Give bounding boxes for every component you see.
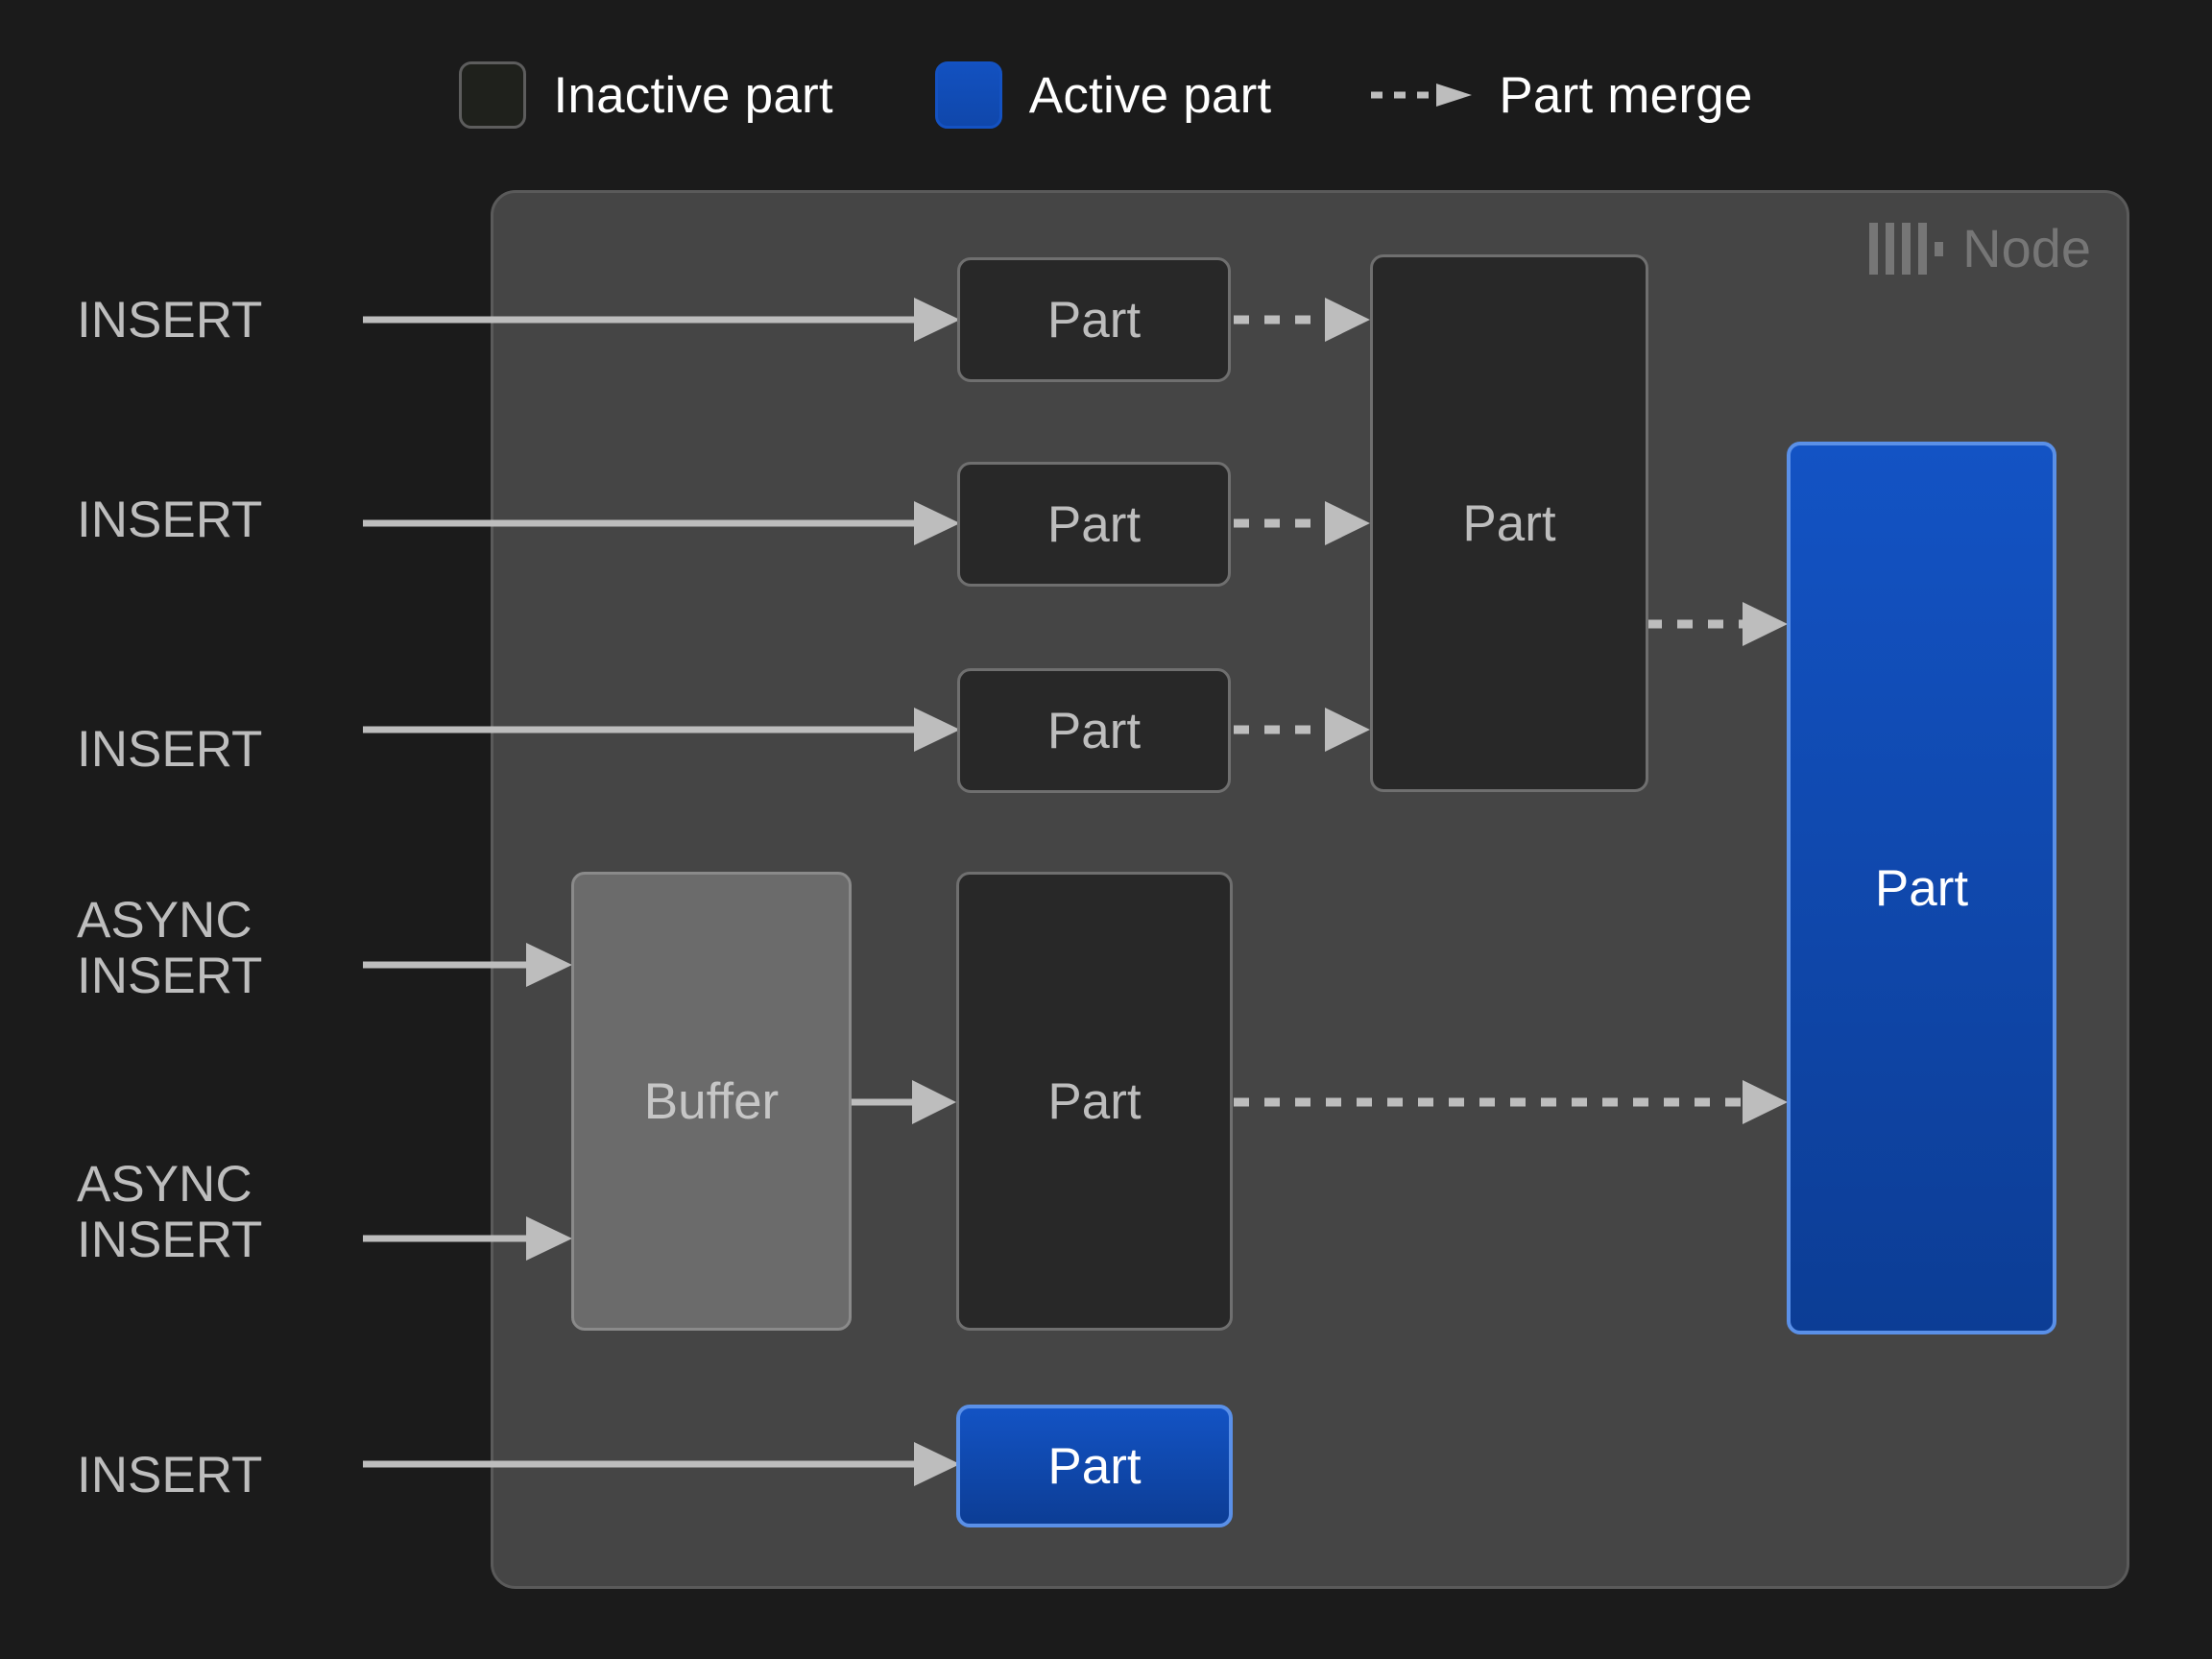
part-box-3-label: Part (1046, 702, 1142, 759)
part-box-merged-label: Part (1462, 494, 1556, 552)
part-box-final-label: Part (1874, 859, 1969, 917)
part-box-final[interactable]: Part (1787, 442, 2056, 1334)
buffer-box[interactable]: Buffer (571, 872, 852, 1331)
node-label: Node (1962, 218, 2091, 278)
legend-label-part-merge: Part merge (1499, 66, 1753, 124)
part-box-3[interactable]: Part (957, 668, 1231, 793)
part-box-1-label: Part (1046, 291, 1142, 349)
node-badge: Node (1869, 222, 2091, 276)
logo-bar (1869, 223, 1879, 275)
active-part-swatch-icon (934, 61, 1002, 129)
legend-item-active-part: Active part (934, 61, 1272, 129)
logo-bar (1902, 223, 1911, 275)
legend-item-part-merge: Part merge (1371, 61, 1752, 129)
legend-label-active-part: Active part (1028, 66, 1272, 124)
legend: Inactive part Active part Part merge (0, 0, 2212, 190)
logo-bar (1886, 223, 1895, 275)
part-box-2[interactable]: Part (957, 462, 1231, 587)
legend-item-inactive-part: Inactive part (459, 61, 833, 129)
logo-bar (1918, 223, 1928, 275)
input-label-async-insert-1: ASYNC INSERT (77, 892, 263, 1004)
part-box-insert-4-label: Part (1047, 1437, 1142, 1495)
part-box-insert-4[interactable]: Part (956, 1405, 1233, 1527)
part-box-async-label: Part (1047, 1072, 1142, 1130)
input-label-insert-2: INSERT (77, 492, 263, 548)
part-merge-dashed-arrow-icon (1371, 84, 1473, 107)
part-box-1[interactable]: Part (957, 257, 1231, 382)
legend-label-inactive-part: Inactive part (553, 66, 833, 124)
input-label-async-insert-2: ASYNC INSERT (77, 1156, 263, 1268)
part-box-2-label: Part (1046, 495, 1142, 553)
logo-dot (1935, 242, 1944, 256)
input-label-insert-4: INSERT (77, 1447, 263, 1503)
clickhouse-logo-icon (1869, 223, 1944, 275)
inactive-part-swatch-icon (459, 61, 527, 129)
input-label-insert-3: INSERT (77, 721, 263, 778)
part-box-merged[interactable]: Part (1370, 254, 1648, 792)
buffer-box-label: Buffer (643, 1072, 780, 1130)
part-box-async[interactable]: Part (956, 872, 1233, 1331)
input-label-insert-1: INSERT (77, 292, 263, 349)
